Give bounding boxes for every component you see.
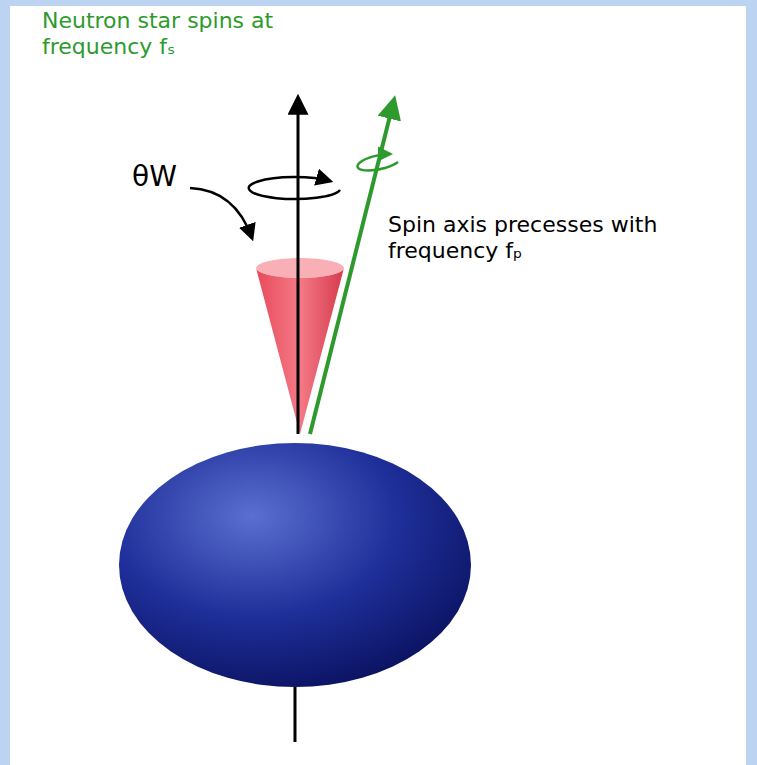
panel: [10, 6, 746, 765]
angle-label: θW: [132, 160, 192, 194]
fixed-axis-arrow: [297, 98, 300, 434]
spin-frequency-label: Neutron star spins at frequency fₛ: [42, 8, 292, 61]
neutron-star: [119, 443, 471, 687]
precession-label: Spin axis precesses with frequency fₚ: [388, 212, 673, 265]
rotation-arrow: [249, 177, 340, 199]
spin-axis-arrow: [310, 100, 394, 434]
axis-line: [294, 680, 297, 742]
angle-pointer: [190, 188, 252, 238]
spin-arrow: [357, 154, 398, 170]
cone-top: [256, 258, 344, 278]
